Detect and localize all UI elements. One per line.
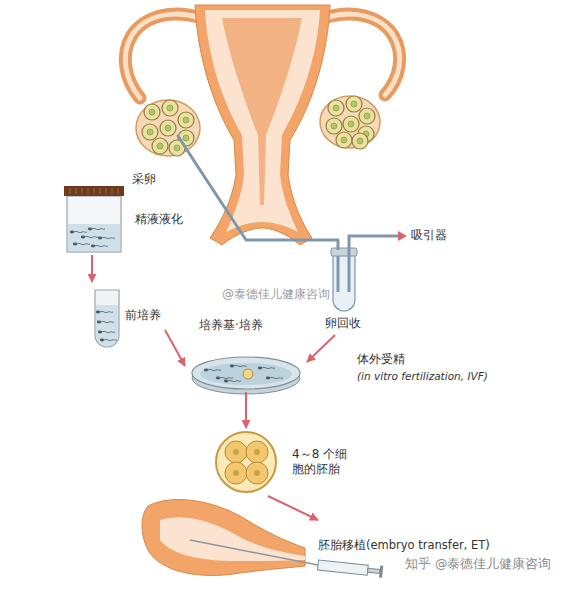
blastomere	[225, 462, 247, 484]
zona	[216, 432, 276, 492]
syringe-plunger	[368, 568, 380, 573]
follicle	[346, 96, 362, 112]
inlet-pipe	[337, 256, 340, 292]
node-label: 4～8 个细胞的胚胎	[292, 447, 350, 477]
uterine-cavity	[160, 517, 305, 561]
syringe-barrel	[317, 560, 368, 575]
follicle	[359, 108, 375, 124]
flow-arrow	[245, 392, 247, 428]
needle-tip	[178, 136, 200, 170]
follicle	[178, 112, 194, 128]
follicle	[328, 100, 344, 116]
node-label: 采卵	[132, 172, 156, 187]
collection-tube: 卵回收	[322, 250, 384, 335]
follicle	[160, 120, 176, 136]
sperm-cells	[70, 228, 115, 248]
syringe-cap	[379, 566, 383, 578]
uterus-inner	[205, 10, 320, 232]
test-tube	[333, 254, 355, 311]
blastomere	[246, 462, 268, 484]
uterus-side	[142, 499, 305, 575]
process-label: (in vitro fertilization, IVF)	[357, 370, 488, 383]
ovary	[136, 100, 200, 156]
follicle	[352, 133, 368, 149]
sperm-cells	[96, 311, 117, 342]
blastomere	[225, 441, 247, 463]
sperm-cells	[204, 365, 283, 383]
node-label: 精液液化	[135, 212, 183, 227]
process-label: 体外受精	[357, 352, 405, 367]
semen-jar-art	[64, 186, 124, 252]
follicle	[162, 100, 178, 116]
flow-arrow	[307, 335, 335, 362]
follicle	[142, 124, 158, 140]
culture-medium	[200, 363, 292, 385]
embryo: 4～8 个细胞的胚胎	[215, 428, 360, 496]
catheter	[190, 540, 318, 565]
flow-arrow	[165, 330, 185, 366]
watermark: @泰德佳儿健康咨询	[222, 287, 330, 302]
petri-dish-art	[192, 357, 300, 394]
blastomere	[246, 441, 268, 463]
suction-pipe	[349, 236, 398, 292]
dish-rim	[192, 357, 300, 389]
node-label: 培养基·培养	[199, 318, 263, 333]
follicle	[326, 118, 342, 134]
uterine-cavity	[222, 18, 302, 205]
embryo-art	[216, 432, 276, 492]
jar-body	[67, 196, 121, 252]
nucleus	[254, 470, 260, 476]
culture-tube-art	[95, 290, 119, 347]
node-label: 前培养	[125, 308, 161, 323]
egg-cell	[243, 369, 253, 379]
node-label: 卵回收	[325, 316, 361, 331]
device-label: 吸引器	[411, 228, 447, 243]
nucleus	[254, 449, 260, 455]
culture-tube: 前培养	[85, 282, 165, 350]
tube-liquid	[96, 305, 118, 346]
nucleus	[233, 449, 239, 455]
ovary	[320, 96, 380, 148]
test-tube	[95, 290, 119, 347]
needle-tube	[200, 170, 338, 250]
collection-tube-art	[331, 231, 407, 311]
uterus-wall	[195, 5, 330, 245]
culture-dish: 培养基·培养	[185, 318, 307, 392]
nucleus	[233, 470, 239, 476]
flow-arrow	[91, 255, 93, 282]
jar-liquid	[68, 224, 120, 251]
stopper	[331, 248, 357, 256]
embryo-transfer: 胚胎移植(embryo transfer, ET)	[140, 520, 493, 584]
right-ovary	[320, 96, 380, 149]
node-label: 胚胎移植(embryo transfer, ET)	[318, 538, 490, 552]
watermark: 知乎 @泰德佳儿健康咨询	[405, 556, 551, 572]
uterus	[195, 5, 330, 245]
follicle	[152, 138, 168, 154]
left-ovary	[136, 100, 200, 156]
follicle	[336, 132, 352, 148]
semen-jar: 精液液化	[60, 185, 190, 255]
flow-arrow	[268, 496, 318, 520]
lid-ridges	[70, 188, 118, 194]
jar-lid	[64, 186, 124, 196]
follicle	[343, 116, 359, 132]
syringe	[317, 559, 383, 578]
ovary-retrieval: 采卵	[125, 95, 200, 195]
follicle	[144, 104, 160, 120]
suction-arrowhead	[398, 231, 407, 241]
